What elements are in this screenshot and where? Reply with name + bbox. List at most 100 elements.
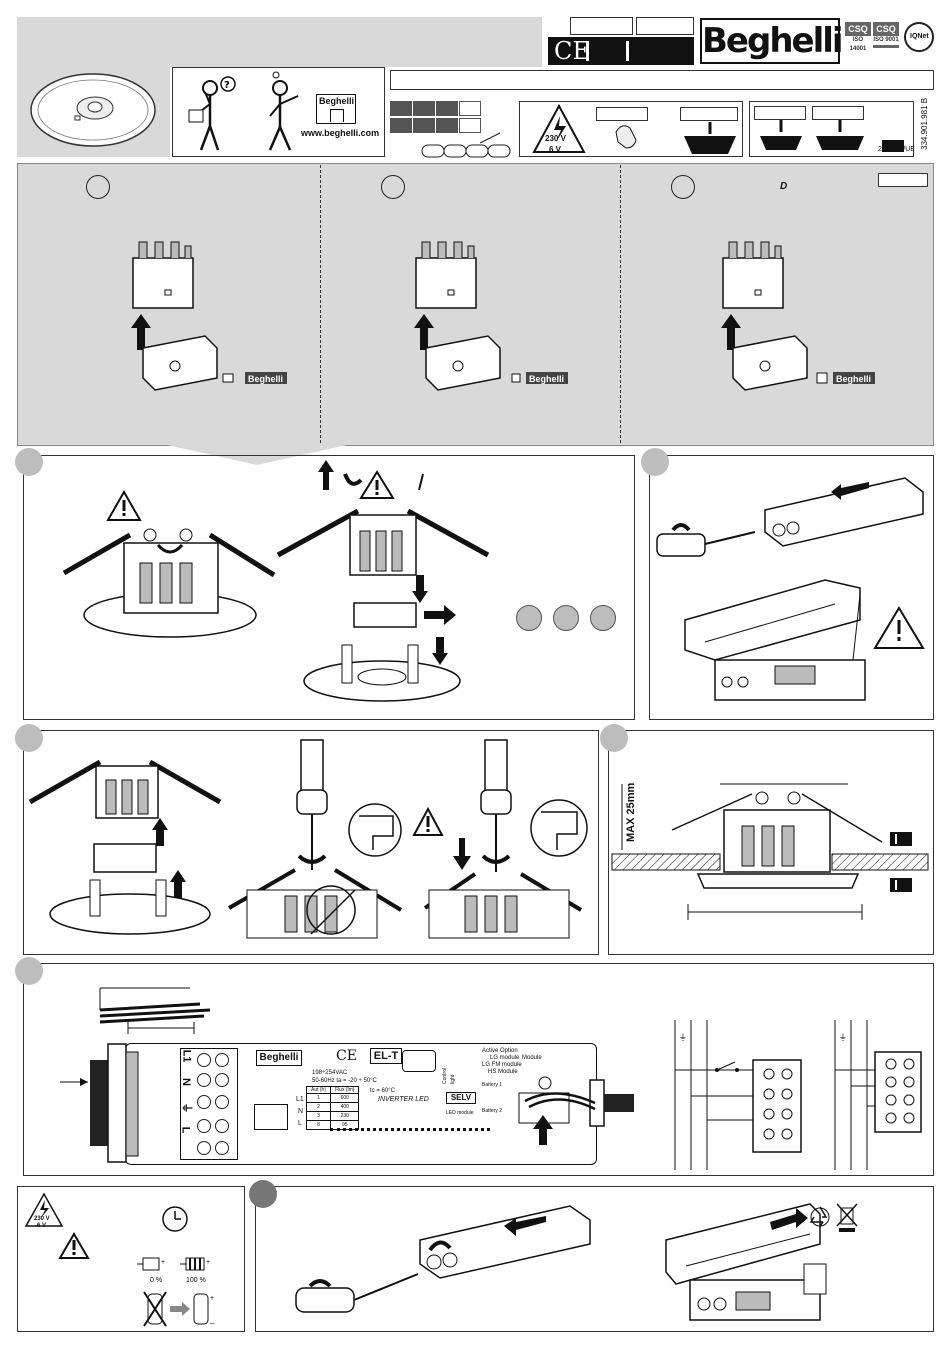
svg-text:⏚: ⏚ (839, 1033, 847, 1042)
header-field-2 (636, 17, 694, 35)
terminal-block (180, 1048, 238, 1160)
cable-gland-left (60, 1043, 139, 1163)
confused-person-icon: ? (188, 76, 236, 151)
high-voltage-warning-icon (532, 103, 586, 153)
screwdriver-adjust-2 (423, 739, 588, 939)
selv-label: SELV (446, 1092, 476, 1104)
svg-text:?: ? (224, 80, 230, 91)
high-voltage-warning-icon (24, 1192, 64, 1227)
reassembly-exploded (28, 759, 222, 935)
label-connector (254, 1104, 288, 1130)
battery-empty-label: 0 % (150, 1277, 163, 1284)
recycle-bin-icon (684, 122, 736, 154)
happy-person-icon (268, 71, 299, 151)
option-marker-2 (553, 605, 579, 631)
battery-empty-icon: + (137, 1257, 165, 1271)
battery-full-label: 100 % (186, 1277, 206, 1284)
step-4-marker (15, 724, 43, 752)
dimension-tag-2 (890, 878, 912, 892)
read-instructions-box: ? Beghelli www.beghelli.com (172, 67, 385, 157)
ce-mark-block: CE (548, 37, 694, 65)
step-4-panel (23, 730, 599, 955)
screwdriver-adjust-1 (228, 739, 403, 939)
iqnet-seal: IQNet (904, 22, 934, 52)
inverter-label: Beghelli CE EL-T 198÷254VAC 50-60Hz ta =… (250, 1048, 550, 1160)
svg-text:⏚: ⏚ (679, 1033, 687, 1042)
disposal-arrows-icon (760, 120, 904, 152)
recycle-icon (809, 1206, 830, 1227)
connector-row (330, 1128, 490, 1137)
step-7-marker (249, 1180, 277, 1208)
dimension-tag-1 (890, 832, 912, 846)
terminal-labels: L1 N ⏚ L (179, 1049, 193, 1134)
label-el-t: EL-T (370, 1048, 402, 1064)
product-illustration (30, 73, 156, 147)
label-window (402, 1050, 436, 1072)
svg-text:+: + (206, 1259, 210, 1266)
ceiling-cutout-drawing (611, 783, 929, 920)
screw-removal-arrows (318, 460, 424, 499)
option-marker-1 (516, 605, 542, 631)
safety-info-box (17, 1186, 245, 1332)
step-5-marker (600, 724, 628, 752)
svg-text:+: + (161, 1259, 165, 1266)
battery-extraction (665, 1203, 827, 1321)
website-url: www.beghelli.com (301, 128, 380, 138)
header-band (17, 17, 542, 67)
label-ce-mark: CE (336, 1048, 357, 1064)
crossed-bin-icon (836, 1203, 858, 1232)
step-2-panel (23, 455, 635, 720)
clock-icon (162, 1206, 188, 1232)
module-variant-b: Beghelli (414, 241, 568, 391)
title-bar (390, 70, 934, 90)
ce-mark: CE (554, 37, 590, 65)
battery-replace-icon: + – (143, 1291, 215, 1328)
variant-a-marker (86, 175, 110, 199)
battery-disposal-box: 230 V 6 V (519, 101, 743, 157)
exploded-luminaire (276, 508, 490, 702)
step-d-label: D (780, 181, 788, 192)
svg-text:+: + (210, 1295, 214, 1302)
option-marker-3 (590, 605, 616, 631)
module-variant-a: Beghelli (131, 241, 287, 391)
step-6-panel (23, 963, 934, 1176)
header-field-1 (570, 17, 633, 35)
warning-icon (412, 806, 444, 836)
variant-c-tag (878, 173, 928, 187)
warning-icon (58, 1232, 90, 1259)
svg-text:–: – (210, 1319, 215, 1328)
step-6-marker (15, 957, 43, 985)
svg-text:Beghelli: Beghelli (836, 374, 871, 384)
step-5-panel (608, 730, 934, 955)
variant-c-marker (671, 175, 695, 199)
battery-replacement-box (255, 1186, 934, 1332)
label-logo: Beghelli (256, 1050, 302, 1066)
manual-icon: Beghelli (316, 94, 356, 124)
battery-cover-removal (295, 1205, 591, 1313)
svg-text:Beghelli: Beghelli (529, 374, 564, 384)
weee-directive: 2012/19/UE (878, 146, 915, 153)
weee-disposal-box: 2012/19/UE (749, 101, 915, 157)
warning-icon (106, 489, 142, 521)
inverter-housing-drawing (656, 477, 925, 701)
cable-gland-right (589, 1079, 634, 1127)
svg-text:Beghelli: Beghelli (248, 374, 283, 384)
color-swatch-grid (390, 101, 516, 159)
step-2-marker (15, 448, 43, 476)
assembled-luminaire (62, 528, 276, 638)
module-variant-c: Beghelli (721, 241, 875, 391)
variant-b-marker (381, 175, 405, 199)
cable-strip-diagram (99, 987, 211, 1034)
hand-press-icon (615, 125, 637, 149)
divider-1 (320, 165, 321, 443)
wiring-schematic-permanent: ⏚ (834, 1020, 922, 1170)
wiring-schematic-switched: ⏚ (674, 1020, 802, 1170)
step-3-marker (641, 448, 669, 476)
right-connector-wires (518, 1076, 596, 1145)
document-code: 334.901.981 B (920, 97, 929, 150)
step-3-panel (649, 455, 934, 720)
beghelli-logo: Beghelli (700, 18, 844, 64)
